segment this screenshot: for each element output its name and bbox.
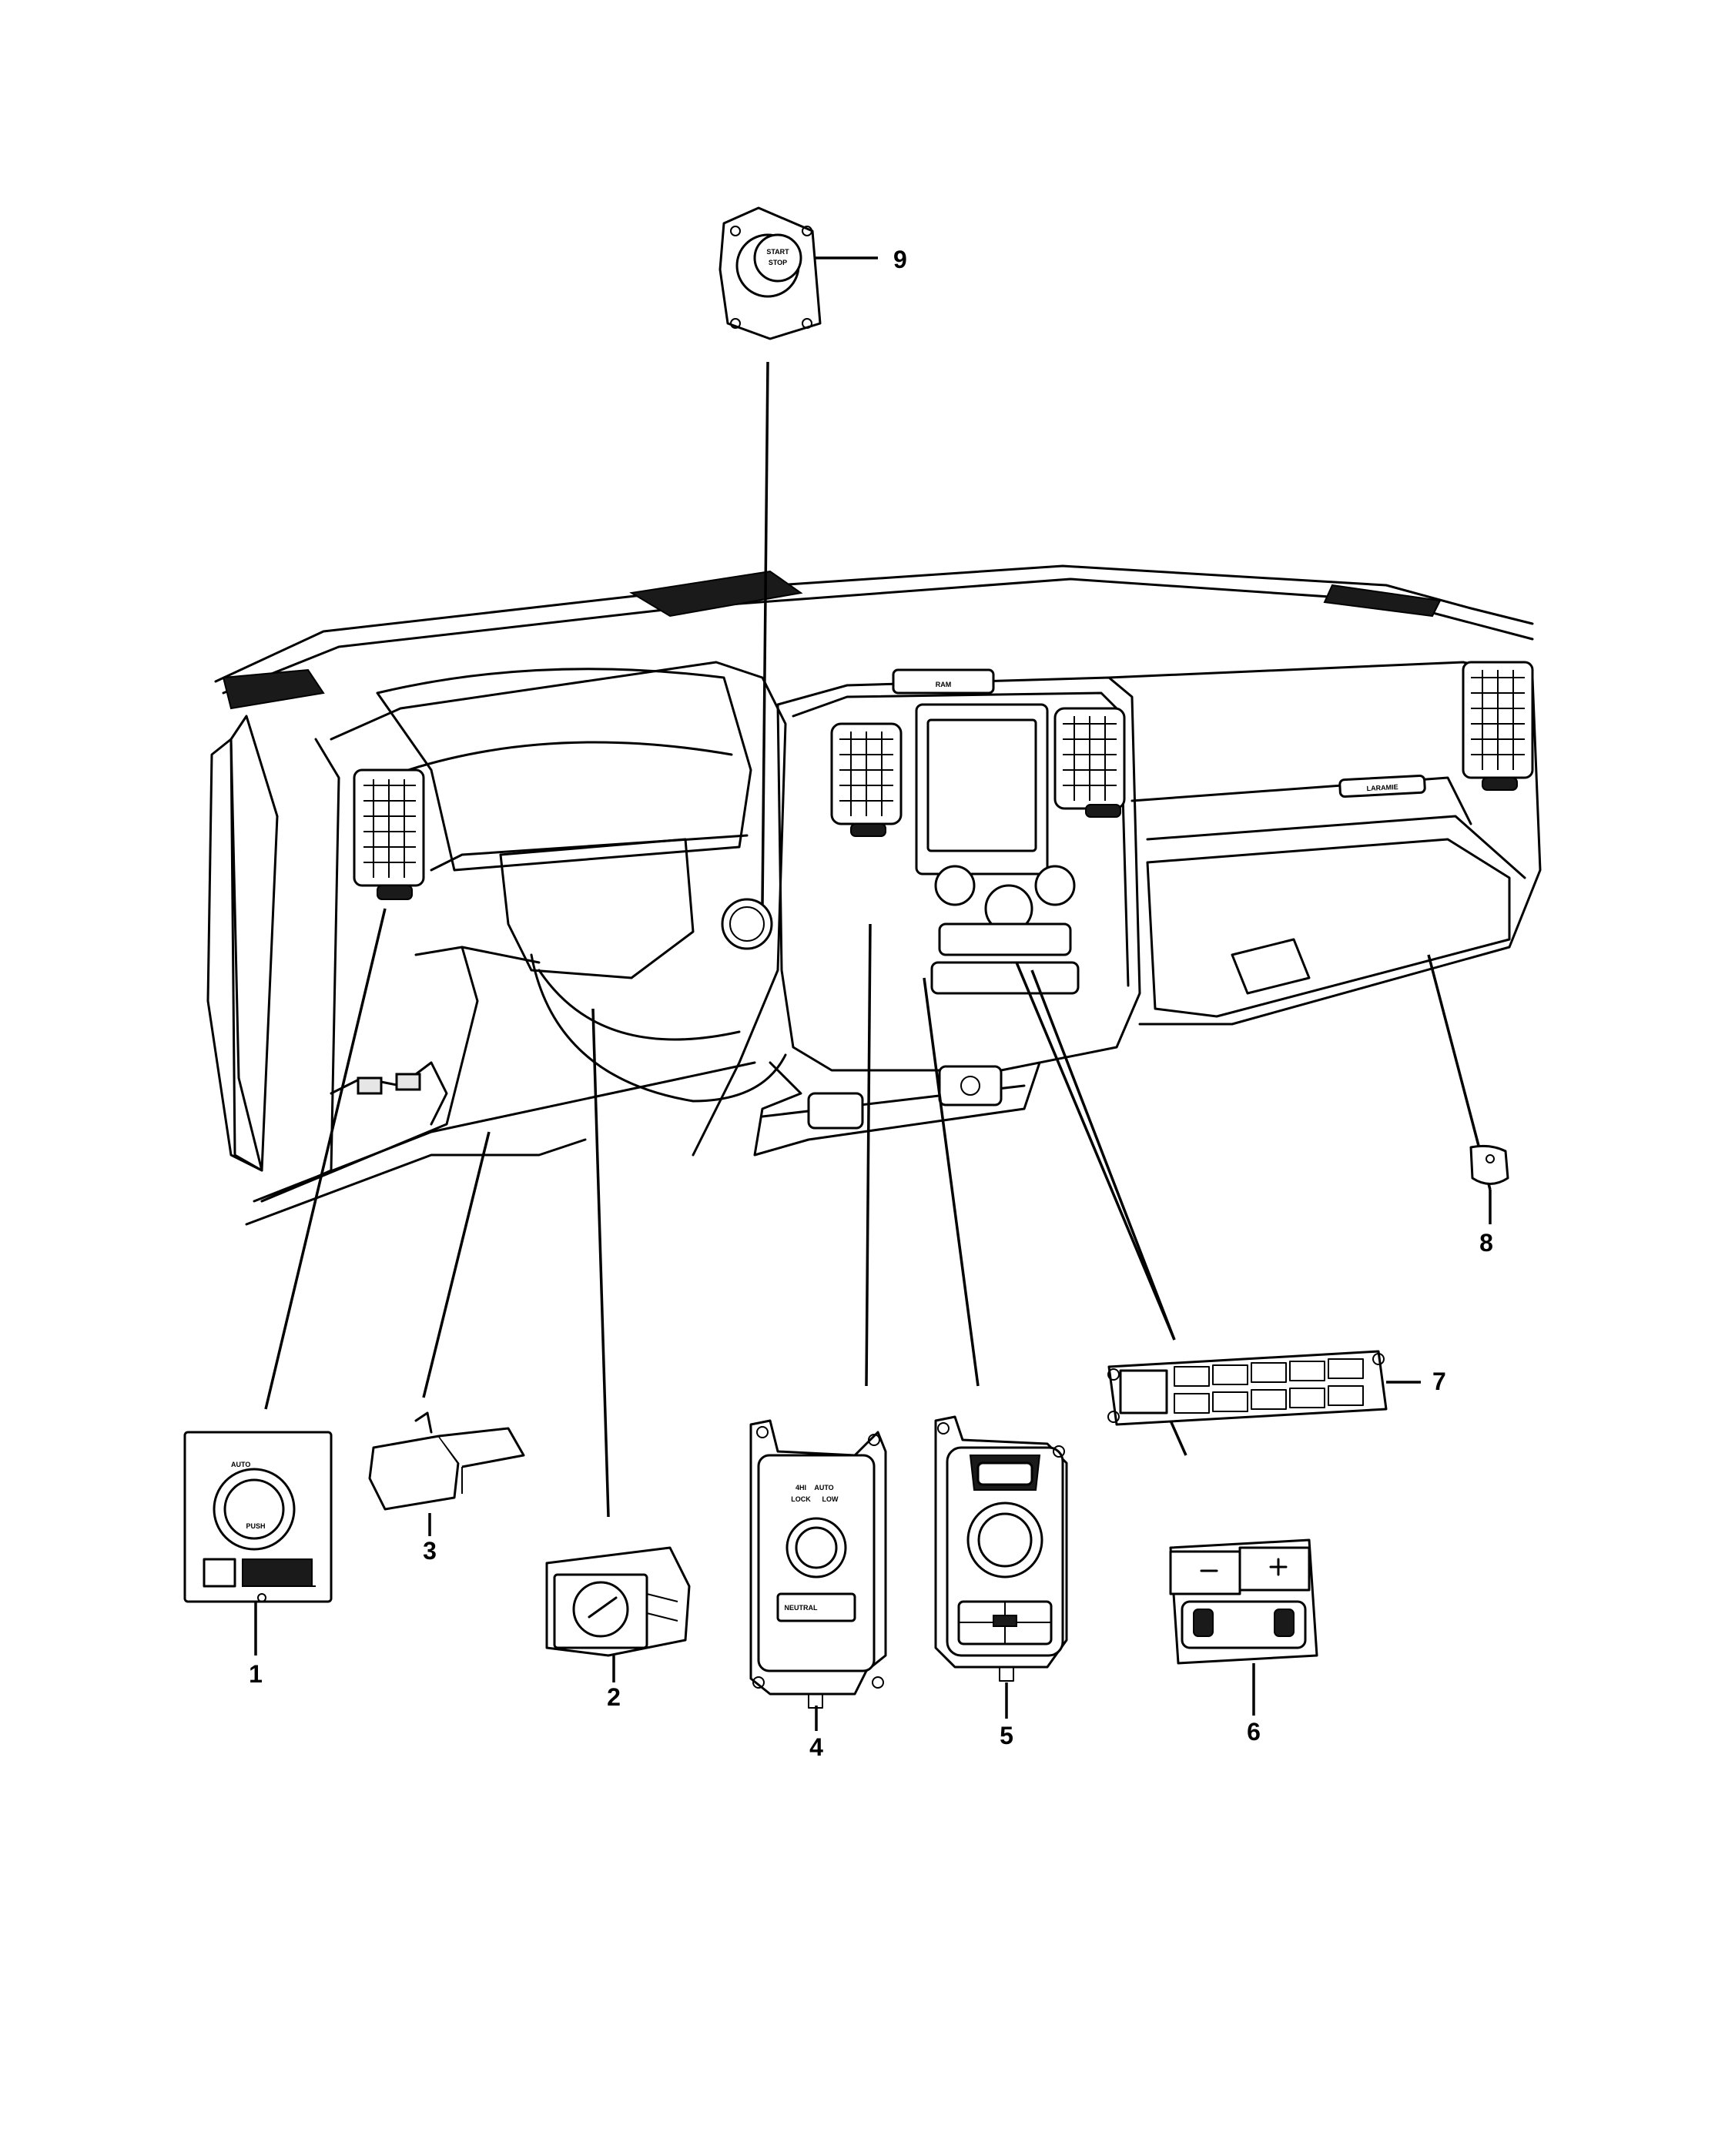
callout-6: 6 bbox=[1247, 1718, 1261, 1746]
tcase-4hi-label: 4HI bbox=[796, 1484, 806, 1491]
headlamp-auto-label: AUTO bbox=[231, 1461, 250, 1468]
start-label-1: START bbox=[766, 248, 789, 256]
callout-stubs bbox=[254, 1190, 1492, 1731]
switch-bank bbox=[1107, 1350, 1388, 1426]
adjustable-pedal-switch bbox=[1169, 1538, 1318, 1665]
leader-lines bbox=[264, 256, 1492, 1518]
headlamp-switch: AUTO PUSH bbox=[183, 1431, 333, 1603]
tcase-low-label: LOW bbox=[822, 1495, 839, 1503]
connector-bracket bbox=[368, 1411, 525, 1511]
callout-7: 7 bbox=[1432, 1368, 1446, 1395]
callout-8: 8 bbox=[1479, 1229, 1493, 1257]
rotary-shifter bbox=[934, 1415, 1068, 1682]
start-label-2: STOP bbox=[769, 259, 787, 266]
callout-2: 2 bbox=[607, 1683, 621, 1711]
callout-5: 5 bbox=[1000, 1722, 1013, 1749]
tcase-neutral-label: NEUTRAL bbox=[785, 1604, 818, 1612]
ignition-start-switch: START STOP bbox=[718, 206, 822, 340]
dimmer-switch bbox=[545, 1546, 691, 1657]
tcase-lock-label: LOCK bbox=[791, 1495, 811, 1503]
plug bbox=[1469, 1144, 1509, 1185]
callout-1: 1 bbox=[249, 1660, 263, 1688]
tcase-auto-label: AUTO bbox=[814, 1484, 833, 1491]
callout-9: 9 bbox=[893, 246, 907, 273]
instrument-panel: RAM LARAMIE bbox=[206, 564, 1542, 1226]
headlamp-push-label: PUSH bbox=[246, 1522, 265, 1530]
callout-4: 4 bbox=[809, 1733, 823, 1761]
switch-bank-buttons bbox=[1174, 1358, 1364, 1414]
transfer-case-switch: 4HI AUTO LOCK LOW NEUTRAL bbox=[749, 1419, 887, 1709]
callout-3: 3 bbox=[423, 1537, 437, 1565]
callout-labels: 1 2 3 4 5 6 7 8 9 bbox=[249, 246, 1493, 1761]
dash-logo-text: RAM bbox=[936, 681, 952, 688]
left-vent-grille bbox=[363, 779, 416, 878]
dash-badge-text: LARAMIE bbox=[1366, 783, 1398, 792]
